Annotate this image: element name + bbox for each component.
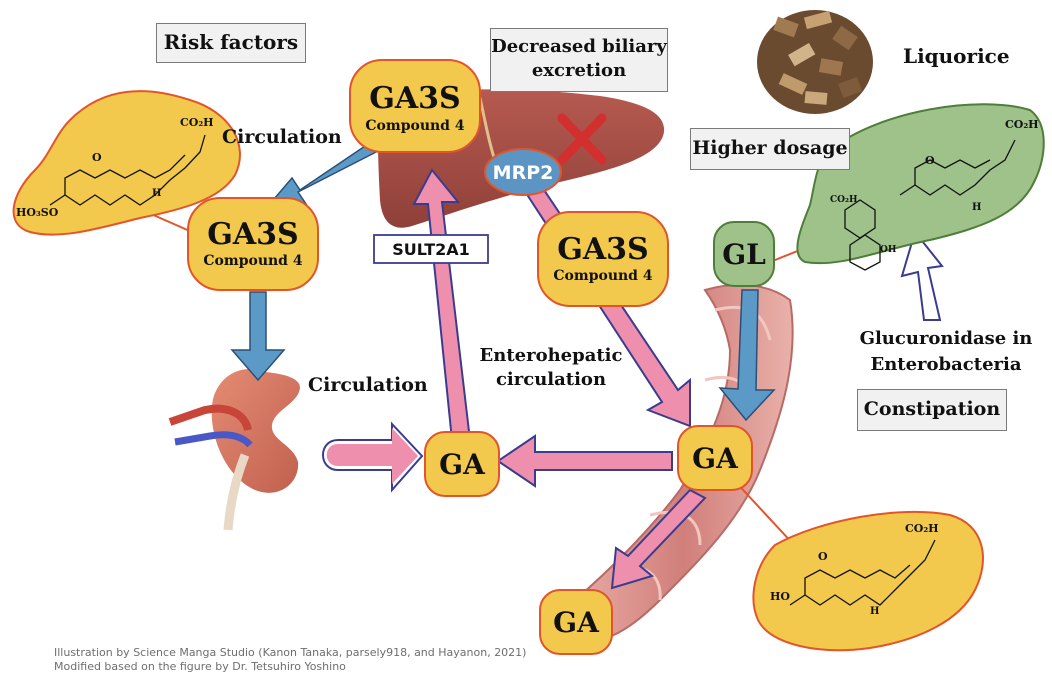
blocked-cross-icon <box>557 113 607 165</box>
ga-excreted-compound: GA <box>539 589 613 655</box>
gl-glucuronide-oh-label: OH <box>880 245 897 255</box>
decreased-biliary-line2: excretion <box>531 60 627 81</box>
gl-co2h-label: CO₂H <box>1005 118 1039 131</box>
risk-factors-label: Risk factors <box>156 23 306 63</box>
ga-hydroxyl-label: HO <box>770 590 790 603</box>
ga3s-circulation-compound: GA3S Compound 4 <box>187 197 319 291</box>
higher-dosage-label: Higher dosage <box>690 128 850 170</box>
ga3s-circulation-sub: Compound 4 <box>203 253 302 269</box>
ga3s-structure-bubble <box>12 90 241 236</box>
decreased-biliary-excretion-label: Decreased biliary excretion <box>490 28 668 92</box>
enterohepatic-circulation-label: Enterohepatic circulation <box>476 344 626 392</box>
ga3s-bile-name: GA3S <box>557 232 648 267</box>
gl-ketone-o-label: O <box>925 154 935 167</box>
gl-h-label: H <box>972 202 981 213</box>
ga-intestine-compound: GA <box>677 425 753 491</box>
kidney-illustration <box>168 368 300 531</box>
ga3s-liver-name: GA3S <box>369 81 460 116</box>
risk-factors-text: Risk factors <box>163 30 299 54</box>
ga3s-liver-compound: GA3S Compound 4 <box>349 59 481 153</box>
ga-h-label: H <box>870 606 879 617</box>
ga3s-liver-sub: Compound 4 <box>365 118 464 134</box>
sult2a1-label: SULT2A1 <box>392 240 470 259</box>
sult2a1-enzyme: SULT2A1 <box>373 234 489 264</box>
ga-excreted-name: GA <box>553 606 600 639</box>
higher-dosage-text: Higher dosage <box>692 137 848 159</box>
arrow-kidney-circulation <box>322 421 424 493</box>
arrow-ga-to-excreted-ga <box>610 488 707 590</box>
circulation-top-label: Circulation <box>222 126 342 148</box>
ga-center-compound: GA <box>424 431 500 497</box>
enterohepatic-line1: Enterohepatic <box>479 345 623 366</box>
arrow-ga-intestine-to-ga-center <box>496 434 673 488</box>
gl-compound: GL <box>713 221 775 287</box>
arrow-ga-to-liver <box>412 168 472 441</box>
decreased-biliary-line1: Decreased biliary <box>491 36 667 57</box>
ga3s-h-label: H <box>152 188 161 199</box>
ga-structure-bubble <box>752 510 984 652</box>
arrow-gl-to-ga <box>718 289 776 422</box>
glucuronidase-label: Glucuronidase in Enterobacteria <box>856 326 1036 378</box>
ga3s-ketone-o-label: O <box>92 151 102 164</box>
ga-co2h-label: CO₂H <box>905 522 939 535</box>
gl-structure-bubble <box>796 103 1045 271</box>
ga-ketone-o-label: O <box>818 550 828 563</box>
ga-center-name: GA <box>439 448 486 481</box>
liquorice-image <box>757 10 873 114</box>
credit-line2: Modified based on the figure by Dr. Tets… <box>54 660 346 673</box>
gl-name: GL <box>722 238 766 271</box>
ga-intestine-name: GA <box>692 442 739 475</box>
mrp2-label: MRP2 <box>493 162 554 184</box>
arrow-glucuronidase <box>900 229 944 321</box>
circulation-kidney-label: Circulation <box>308 374 428 396</box>
ga3s-sulfate-label: HO₃SO <box>16 206 59 219</box>
constipation-label: Constipation <box>857 389 1007 431</box>
arrow-ga3s-to-kidney <box>230 291 286 382</box>
arrow-liver-to-ga3s-left <box>266 138 382 207</box>
mrp2-transporter: MRP2 <box>484 148 562 196</box>
credit-line1: Illustration by Science Manga Studio (Ka… <box>54 646 527 659</box>
ga3s-bile-sub: Compound 4 <box>553 268 652 284</box>
constipation-text: Constipation <box>863 398 1001 420</box>
ga3s-bile-compound: GA3S Compound 4 <box>537 211 669 307</box>
gl-glucuronide-co2h-label: CO₂H <box>830 195 858 205</box>
glucuronidase-line1: Glucuronidase in <box>859 328 1033 349</box>
ga3s-co2h-label: CO₂H <box>180 116 214 129</box>
liquorice-label: Liquorice <box>903 44 1010 68</box>
glucuronidase-line2: Enterobacteria <box>870 354 1022 375</box>
illustration-credit: Illustration by Science Manga Studio (Ka… <box>54 646 526 674</box>
ga3s-circulation-name: GA3S <box>207 217 298 252</box>
enterohepatic-line2: circulation <box>495 369 607 390</box>
